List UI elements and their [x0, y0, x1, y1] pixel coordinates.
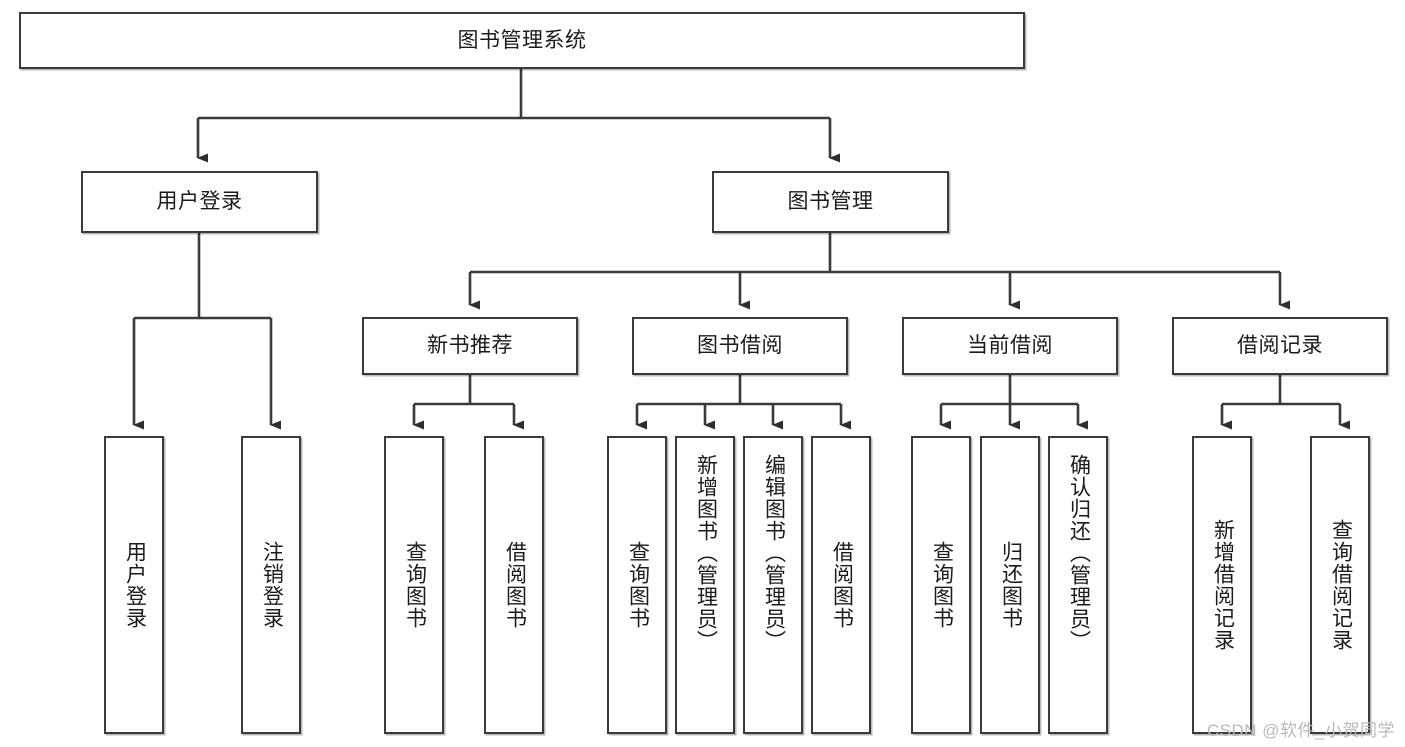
node-leaf-edit-book-label: 编辑图书（管理员） [762, 454, 786, 652]
node-new-book-rec-label: 新书推荐 [427, 334, 513, 358]
node-book-manage[interactable]: 图书管理 [712, 171, 949, 233]
node-user-login[interactable]: 用户登录 [81, 171, 318, 233]
node-leaf-add-record[interactable]: 新增借阅记录 [1192, 436, 1252, 734]
node-leaf-query-record[interactable]: 查询借阅记录 [1310, 436, 1370, 734]
node-leaf-borrow-book-1-label: 借阅图书 [503, 541, 527, 629]
node-leaf-query-book-2[interactable]: 查询图书 [607, 436, 667, 734]
node-leaf-user-login-label: 用户登录 [123, 541, 147, 629]
node-leaf-user-login[interactable]: 用户登录 [104, 436, 164, 734]
node-leaf-query-book-1-label: 查询图书 [403, 541, 427, 629]
node-leaf-edit-book[interactable]: 编辑图书（管理员） [743, 436, 803, 734]
node-new-book-rec[interactable]: 新书推荐 [362, 317, 578, 375]
node-leaf-add-record-label: 新增借阅记录 [1211, 519, 1235, 651]
node-leaf-query-record-label: 查询借阅记录 [1329, 519, 1353, 651]
node-leaf-add-book-label: 新增图书（管理员） [694, 454, 718, 652]
node-leaf-add-book[interactable]: 新增图书（管理员） [675, 436, 735, 734]
node-current-borrow-label: 当前借阅 [967, 334, 1053, 358]
node-leaf-confirm-return[interactable]: 确认归还（管理员） [1048, 436, 1108, 734]
csdn-watermark: CSDN @软件_小贺同学 [1206, 721, 1395, 740]
node-leaf-borrow-book-2-label: 借阅图书 [830, 541, 854, 629]
node-leaf-return-book[interactable]: 归还图书 [980, 436, 1040, 734]
node-book-borrow[interactable]: 图书借阅 [632, 317, 848, 375]
node-book-borrow-label: 图书借阅 [697, 334, 783, 358]
node-current-borrow[interactable]: 当前借阅 [902, 317, 1118, 375]
node-leaf-borrow-book-1[interactable]: 借阅图书 [484, 436, 544, 734]
node-leaf-confirm-return-label: 确认归还（管理员） [1067, 454, 1091, 652]
node-leaf-query-book-3[interactable]: 查询图书 [911, 436, 971, 734]
node-leaf-query-book-2-label: 查询图书 [626, 541, 650, 629]
node-root-label: 图书管理系统 [457, 28, 587, 52]
node-leaf-logout-label: 注销登录 [260, 541, 284, 629]
node-leaf-logout[interactable]: 注销登录 [241, 436, 301, 734]
node-root[interactable]: 图书管理系统 [19, 12, 1025, 69]
node-leaf-query-book-1[interactable]: 查询图书 [384, 436, 444, 734]
node-borrow-record-label: 借阅记录 [1237, 334, 1323, 358]
node-book-manage-label: 图书管理 [787, 190, 874, 214]
node-user-login-label: 用户登录 [156, 190, 243, 214]
node-leaf-borrow-book-2[interactable]: 借阅图书 [811, 436, 871, 734]
node-leaf-query-book-3-label: 查询图书 [930, 541, 954, 629]
node-borrow-record[interactable]: 借阅记录 [1172, 317, 1388, 375]
node-leaf-return-book-label: 归还图书 [999, 541, 1023, 629]
